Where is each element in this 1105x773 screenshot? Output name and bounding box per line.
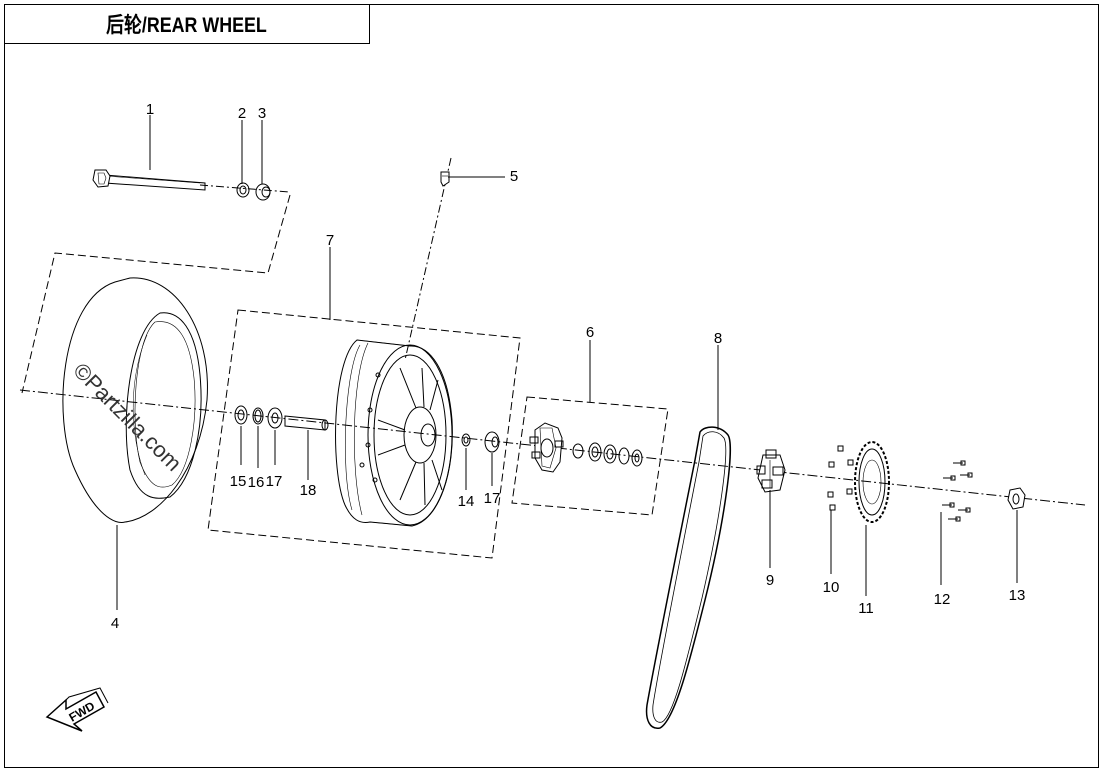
hub-group-box <box>511 396 669 516</box>
forward-arrow-icon <box>45 687 109 732</box>
callout-12: 12 <box>934 591 951 608</box>
leader-lines <box>116 115 1018 610</box>
valve-part <box>440 171 450 187</box>
nuts-part-10 <box>827 445 854 511</box>
bearing-part-17b <box>484 431 500 453</box>
title-box: 后轮/REAR WHEEL <box>4 4 370 44</box>
axle-end-nut-part <box>1007 487 1026 510</box>
callout-8: 8 <box>714 330 722 347</box>
circlip-part-16 <box>252 407 264 425</box>
callout-15: 15 <box>230 473 247 490</box>
tire-group-outline <box>21 194 291 394</box>
rear-sprocket-part <box>854 441 890 523</box>
valve-line <box>404 157 452 361</box>
callout-7: 7 <box>326 232 334 249</box>
callout-2: 2 <box>238 105 246 122</box>
axle-part <box>92 169 206 191</box>
sprocket-hub-part <box>529 422 643 473</box>
circlip-part-14 <box>461 433 471 447</box>
spacer-part-18 <box>284 415 329 431</box>
callout-6: 6 <box>586 324 594 341</box>
page-title: 后轮/REAR WHEEL <box>106 13 267 37</box>
diagram-frame <box>4 4 1099 768</box>
callout-14: 14 <box>458 493 475 510</box>
damper-part <box>756 449 786 493</box>
callout-17b: 17 <box>484 490 501 507</box>
callout-10: 10 <box>823 579 840 596</box>
callout-18: 18 <box>300 482 317 499</box>
callout-9: 9 <box>766 572 774 589</box>
axle-collar-part <box>255 183 271 201</box>
seal-part-15 <box>234 405 248 425</box>
drive-chain-part <box>645 426 731 729</box>
callout-11: 11 <box>858 600 874 617</box>
bearing-part-17a <box>267 407 283 429</box>
tire-part <box>62 277 208 523</box>
bolts-part-12 <box>942 460 973 522</box>
watermark-text: ©Partzilla.com <box>68 358 186 476</box>
axle-nut-part <box>236 182 250 198</box>
callout-13: 13 <box>1009 587 1026 604</box>
rim-part <box>335 339 453 527</box>
callout-4: 4 <box>111 615 119 632</box>
callout-5: 5 <box>510 168 518 185</box>
axle-axis-line <box>199 184 291 193</box>
callout-16: 16 <box>248 474 265 491</box>
callout-17a: 17 <box>266 473 283 490</box>
callout-1: 1 <box>146 101 154 118</box>
callout-3: 3 <box>258 105 266 122</box>
wheel-group-box <box>207 309 521 559</box>
